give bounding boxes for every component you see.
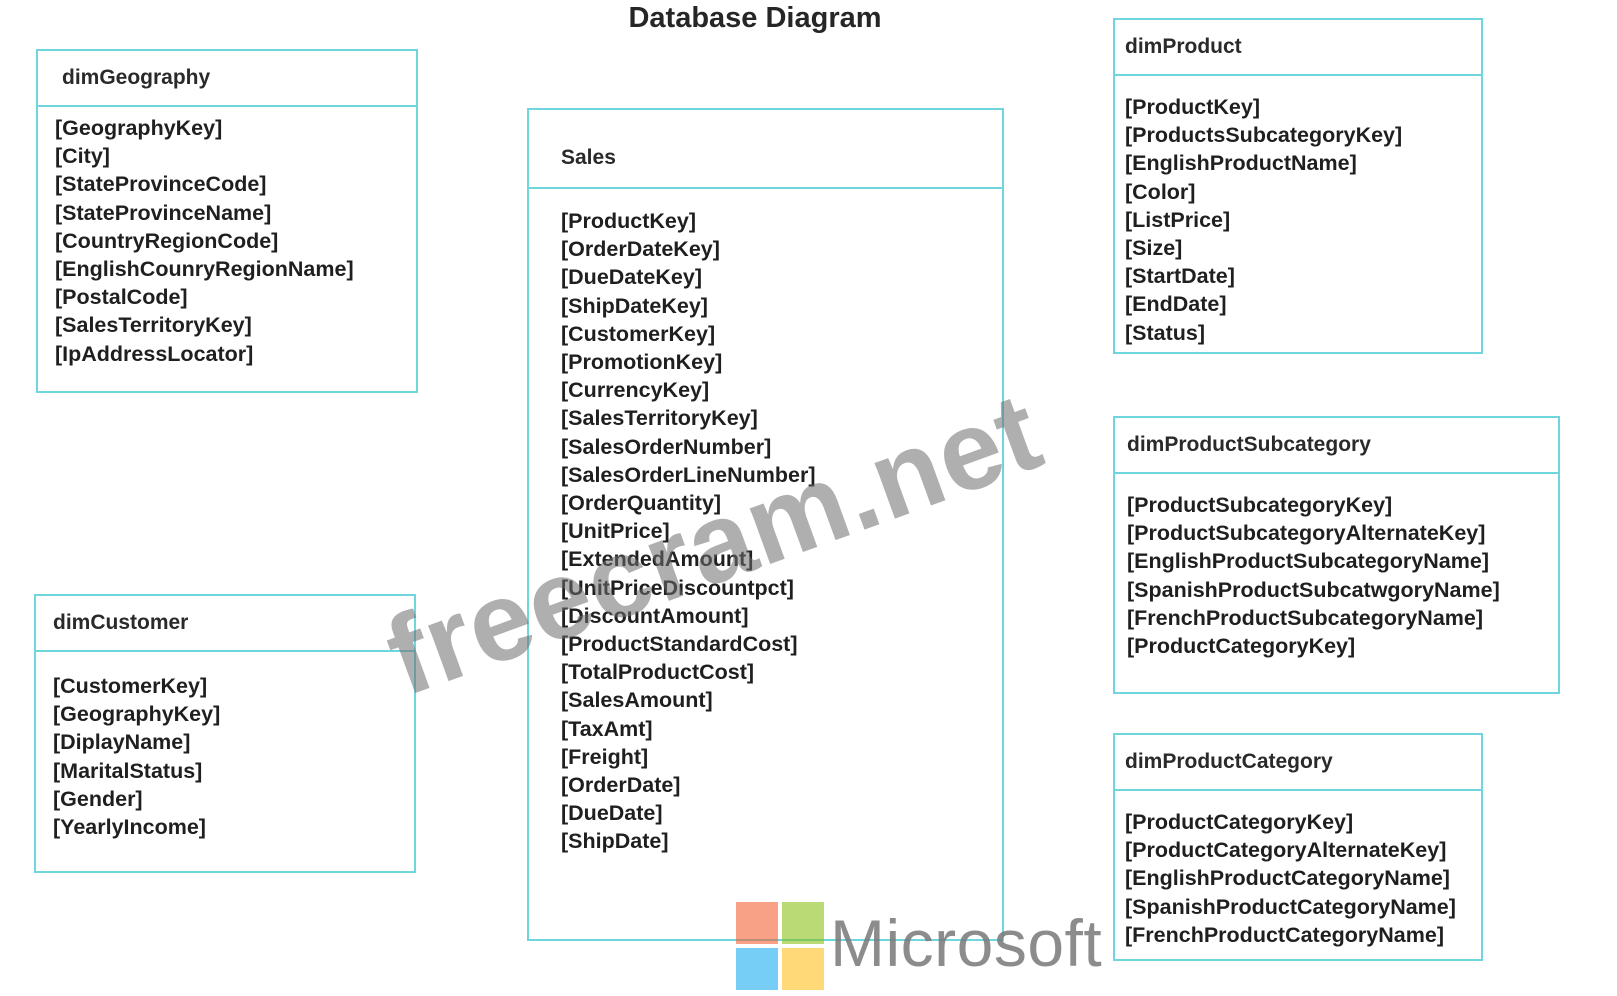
table-field: [Color] — [1125, 179, 1196, 204]
table-header: dimProductCategory — [1115, 735, 1481, 791]
table-field: [SalesOrderLineNumber] — [561, 462, 816, 487]
table-field: [DueDateKey] — [561, 265, 702, 290]
table-field: [GeographyKey] — [53, 702, 221, 727]
table-header: dimCustomer — [36, 596, 414, 652]
table-field: [SalesAmount] — [561, 688, 713, 713]
table-field: [DiscountAmount] — [561, 603, 749, 628]
field-list: [CustomerKey] [GeographyKey] [DiplayName] [… — [36, 652, 414, 841]
table-dimproduct[interactable]: dimProduct [ProductKey] [ProductsSubcateg… — [1113, 18, 1483, 354]
table-field: [SalesTerritoryKey] — [55, 313, 252, 338]
field-list: [ProductSubcategoryKey] [ProductSubcatego… — [1115, 474, 1558, 660]
table-field: [ProductCategoryAlternateKey] — [1125, 838, 1447, 863]
table-header: dimProduct — [1115, 20, 1481, 76]
table-field: [ShipDate] — [561, 829, 669, 854]
table-field: [Freight] — [561, 744, 649, 769]
table-field: [OrderDateKey] — [561, 237, 720, 262]
table-field: [UnitPrice] — [561, 519, 670, 544]
table-field: [TotalProductCost] — [561, 660, 755, 685]
field-list: [ProductCategoryKey] [ProductCategoryAlte… — [1115, 791, 1481, 949]
microsoft-wordmark: Microsoft — [830, 906, 1103, 980]
table-field: [EnglishCounryRegionName] — [55, 257, 354, 282]
table-field: [OrderDate] — [561, 773, 681, 798]
table-header: dimProductSubcategory — [1115, 418, 1558, 474]
table-dimgeography[interactable]: dimGeography [GeographyKey] [City] [StateP… — [36, 49, 418, 393]
table-field: [DueDate] — [561, 801, 663, 826]
table-header: dimGeography — [38, 51, 416, 107]
table-field: [EndDate] — [1125, 292, 1227, 317]
field-list: [GeographyKey] [City] [StateProvinceCode] [… — [38, 107, 416, 368]
table-field: [CountryRegionCode] — [55, 228, 279, 253]
table-field: [StateProvinceName] — [55, 200, 272, 225]
logo-square — [736, 902, 778, 944]
diagram-title: Database Diagram — [628, 2, 882, 34]
table-dimproductcategory[interactable]: dimProductCategory [ProductCategoryKey][… — [1113, 733, 1483, 961]
logo-square — [782, 948, 824, 990]
table-field: [SalesOrderNumber] — [561, 434, 772, 459]
table-field: [Size] — [1125, 236, 1183, 261]
table-field: [ProductsSubcategoryKey] — [1125, 123, 1403, 148]
logo-square — [782, 902, 824, 944]
table-field: [MaritalStatus] — [53, 758, 203, 783]
table-field: [CustomerKey] — [561, 321, 716, 346]
table-field: [SpanishProductSubcatwgoryName] — [1127, 577, 1500, 602]
table-field: [IpAddressLocator] — [55, 341, 254, 366]
table-field: [EnglishProductSubcategoryName] — [1127, 549, 1489, 574]
table-field: [Status] — [1125, 320, 1206, 345]
table-header: Sales — [529, 110, 1002, 189]
table-field: [DiplayName] — [53, 730, 191, 755]
table-field: [ProductCategoryKey] — [1127, 634, 1356, 659]
table-field: [ShipDateKey] — [561, 293, 708, 318]
field-list: [ProductKey] [OrderDateKey] [DueDateKey] [S… — [529, 189, 1002, 856]
table-field: [EnglishProductName] — [1125, 151, 1357, 176]
table-field: [UnitPriceDiscountpct] — [561, 575, 794, 600]
table-field: [CurrencyKey] — [561, 378, 710, 403]
table-field: [ProductKey] — [561, 209, 696, 233]
table-field: [StateProvinceCode] — [55, 172, 267, 197]
table-field: [GeographyKey] — [55, 116, 223, 140]
table-field: [PromotionKey] — [561, 350, 723, 375]
table-field: [ProductCategoryKey] — [1125, 810, 1354, 834]
table-field: [ProductStandardCost] — [561, 632, 798, 657]
field-list: [ProductKey] [ProductsSubcategoryKey] [Eng… — [1115, 76, 1481, 347]
table-field: [Gender] — [53, 786, 143, 811]
table-dimcustomer[interactable]: dimCustomer [CustomerKey][GeographyKey][… — [34, 594, 416, 873]
logo-square — [736, 948, 778, 990]
table-field: [ProductKey] — [1125, 95, 1260, 119]
table-field: [ProductSubcategoryAlternateKey] — [1127, 521, 1486, 546]
table-field: [TaxAmt] — [561, 716, 653, 741]
table-field: [CustomerKey] — [53, 674, 208, 698]
table-sales[interactable]: Sales [ProductKey] [OrderDateKey] [DueDate… — [527, 108, 1004, 941]
microsoft-logo-icon — [736, 902, 824, 990]
table-field: [FrenchProductCategoryName] — [1125, 922, 1444, 947]
table-field: [SalesTerritoryKey] — [561, 406, 758, 431]
table-field: [City] — [55, 144, 110, 169]
table-field: [StartDate] — [1125, 264, 1235, 289]
table-field: [SpanishProductCategoryName] — [1125, 894, 1456, 919]
table-field: [EnglishProductCategoryName] — [1125, 866, 1450, 891]
table-field: [OrderQuantity] — [561, 491, 722, 516]
table-field: [ListPrice] — [1125, 207, 1231, 232]
table-field: [ProductSubcategoryKey] — [1127, 493, 1393, 517]
table-field: [YearlyIncome] — [53, 815, 206, 840]
table-field: [PostalCode] — [55, 285, 188, 310]
table-field: [FrenchProductSubcategoryName] — [1127, 605, 1484, 630]
table-dimproductsubcategory[interactable]: dimProductSubcategory [ProductSubcategor… — [1113, 416, 1560, 694]
table-field: [ExtendedAmount] — [561, 547, 754, 572]
